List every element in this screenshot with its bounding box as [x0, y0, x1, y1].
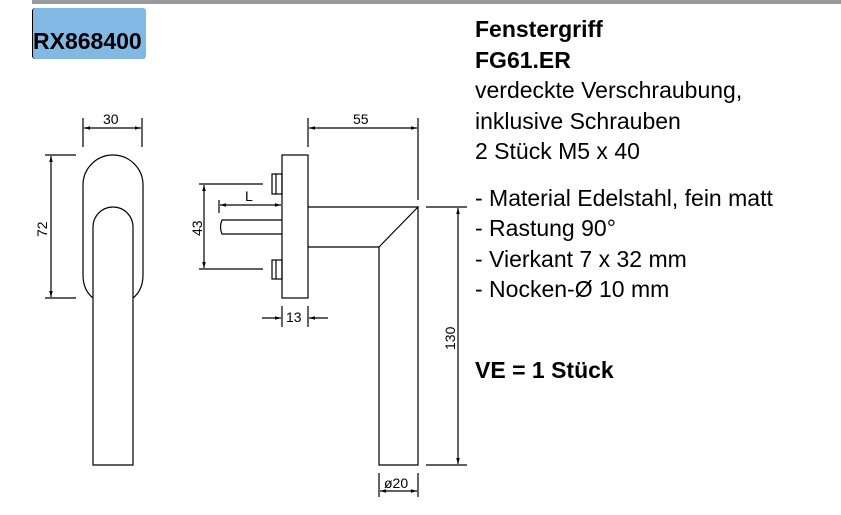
- feature-item: - Material Edelstahl, fein matt: [475, 184, 773, 211]
- top-rule: [32, 0, 841, 4]
- side-view: 55 43 L 13 130 ø20: [189, 111, 467, 497]
- feature-item: - Vierkant 7 x 32 mm: [475, 245, 687, 272]
- product-model: FG61.ER: [475, 46, 571, 73]
- article-number-label: RX868400: [32, 8, 146, 59]
- intro-line: inklusive Schrauben: [475, 107, 681, 134]
- dim-screw-spacing: 43: [189, 220, 205, 236]
- dim-width: 30: [103, 111, 119, 127]
- product-title: Fenstergriff: [475, 16, 603, 42]
- product-description: Fenstergriff FG61.ER verdeckte Verschrau…: [475, 14, 773, 385]
- intro-line: verdeckte Verschraubung,: [475, 77, 743, 103]
- intro-line: 2 Stück M5 x 40: [475, 138, 640, 164]
- feature-item: - Rastung 90°: [475, 215, 616, 241]
- packaging-unit: VE = 1 Stück: [475, 356, 614, 383]
- dim-height: 72: [34, 221, 50, 237]
- dim-rose-depth: 13: [286, 309, 302, 325]
- dim-spindle-length: L: [245, 188, 253, 204]
- front-view: 30 72: [34, 111, 144, 466]
- feature-item: - Nocken-Ø 10 mm: [475, 276, 670, 302]
- dim-lever-diameter: ø20: [384, 475, 408, 491]
- dim-lever-length: 130: [442, 326, 458, 350]
- dim-projection: 55: [353, 111, 369, 127]
